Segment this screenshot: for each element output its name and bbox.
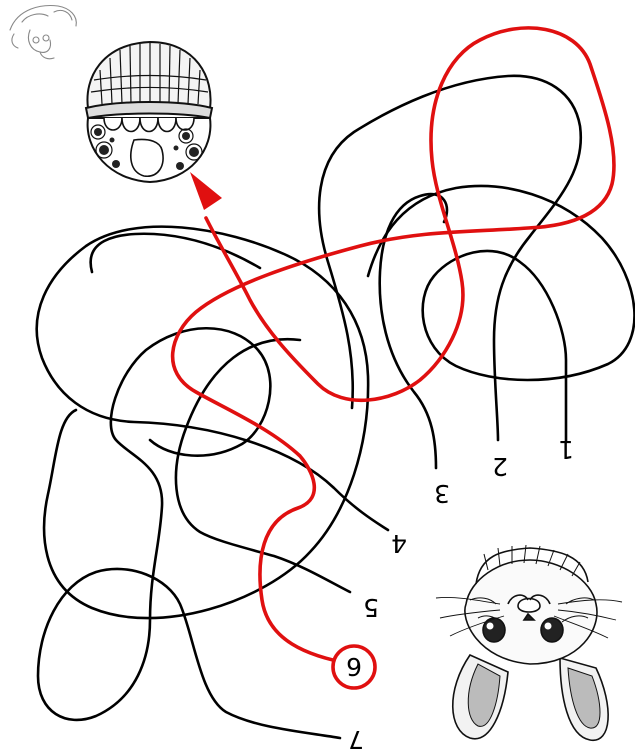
bunny-illustration [436,545,622,740]
food-basket-icon [86,42,212,182]
solution-arrowhead [190,172,222,210]
bunny-sketch-icon [10,6,76,59]
path-label-2: 2 [492,452,508,481]
path-label-1: 1 [558,435,574,464]
path-label-5: 5 [363,593,379,622]
path-label-7: 7 [348,725,364,749]
path-label-3: 3 [434,479,450,508]
maze-path-2[interactable] [319,76,581,440]
maze-path-extra [91,234,260,272]
path-label-6: 6 [346,652,362,681]
path-label-4: 4 [391,529,407,558]
maze-path-1[interactable] [368,186,634,442]
